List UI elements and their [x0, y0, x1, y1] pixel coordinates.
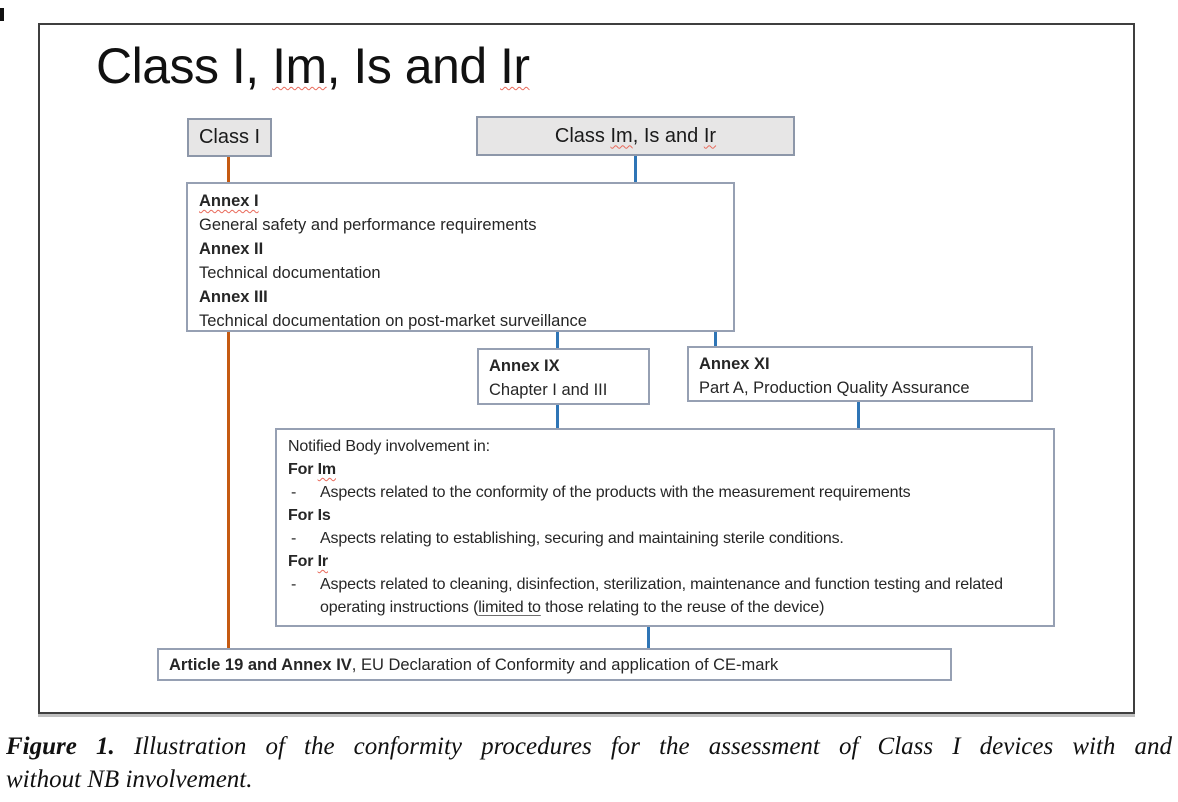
node-article-19-annex-iv: Article 19 and Annex IV, EU Declaration … — [157, 648, 952, 681]
connector-class-im-to-annex-box — [634, 156, 637, 183]
nb-bullet-ir-text: Aspects related to cleaning, disinfectio… — [320, 573, 1042, 619]
node-class-i-label: Class I — [198, 126, 261, 148]
annex-xi-heading: Annex XI — [699, 355, 770, 373]
annex-i-description: General safety and performance requireme… — [199, 216, 537, 234]
node-annex-i-ii-iii: Annex I General safety and performance r… — [186, 182, 735, 332]
title-text: , Is and — [326, 38, 501, 94]
annex-ii-description: Technical documentation — [199, 264, 381, 282]
annex-iii-description: Technical documentation on post-market s… — [199, 312, 587, 330]
connector-class-i-to-article19 — [227, 157, 230, 648]
node-class-im-label: Class Im, Is and Ir — [555, 125, 716, 148]
diagram-frame — [38, 23, 1135, 714]
connector-annex-box-to-annex-xi — [714, 331, 717, 347]
nb-bullet-ir: - Aspects related to cleaning, disinfect… — [288, 573, 1042, 619]
nb-bullet-im-text: Aspects related to the conformity of the… — [320, 484, 911, 501]
connector-annex-xi-to-nb-box — [857, 401, 860, 429]
connector-nb-box-to-article19 — [647, 626, 650, 649]
node-class-i: Class I — [187, 118, 272, 157]
bullet-dash: - — [291, 576, 297, 593]
nb-bullet-is-text: Aspects relating to establishing, securi… — [320, 530, 844, 547]
title-text: Class I, — [96, 38, 273, 94]
diagram-title: Class I, Im, Is and Ir — [96, 38, 530, 94]
annex-ix-heading: Annex IX — [489, 357, 560, 375]
annex-i-heading: Annex I — [199, 192, 259, 210]
heading-text: For — [288, 553, 318, 570]
nb-for-is-heading: For Is — [288, 507, 331, 524]
node-class-im-is-ir: Class Im, Is and Ir — [476, 116, 795, 156]
figure-caption: Figure 1. Illustration of the conformity… — [6, 730, 1172, 796]
title-ir-misspelled: Ir — [500, 38, 530, 94]
annex-xi-description: Part A, Production Quality Assurance — [699, 379, 970, 397]
annex-iii-heading: Annex III — [199, 288, 268, 306]
label-text: , Is and — [632, 124, 704, 147]
limited-to-underlined: limited to — [478, 599, 541, 616]
bullet-text: those relating to the reuse of the devic… — [540, 599, 825, 616]
title-im-misspelled: Im — [272, 38, 327, 94]
heading-text: For — [288, 461, 318, 478]
caption-line-1: Figure 1. Illustration of the conformity… — [6, 730, 1172, 763]
bullet-dash: - — [291, 530, 297, 547]
label-im-misspelled: Im — [610, 124, 633, 147]
annex-ii-heading: Annex II — [199, 240, 264, 258]
page-edge-artifact — [0, 8, 4, 21]
node-annex-xi: Annex XI Part A, Production Quality Assu… — [687, 346, 1033, 402]
caption-line-2: without NB involvement. — [6, 766, 253, 793]
caption-figure-label: Figure 1. — [6, 733, 115, 760]
label-text: Class — [554, 124, 611, 147]
nb-bullet-im: - Aspects related to the conformity of t… — [288, 481, 1042, 504]
nb-for-ir-heading: For Ir — [288, 550, 1042, 573]
article19-rest-text: , EU Declaration of Conformity and appli… — [351, 656, 779, 674]
bullet-dash: - — [291, 484, 297, 501]
node-annex-ix: Annex IX Chapter I and III — [477, 348, 650, 405]
nb-bullet-is: - Aspects relating to establishing, secu… — [288, 527, 1042, 550]
bullet-text: Aspects related to cleaning, disinfectio… — [320, 576, 1003, 616]
nb-for-im-heading: For Im — [288, 458, 1042, 481]
ir-misspelled: Ir — [317, 553, 329, 570]
annex-ix-description: Chapter I and III — [489, 381, 608, 399]
connector-annex-box-to-annex-ix — [556, 331, 559, 349]
nb-intro: Notified Body involvement in: — [288, 438, 490, 455]
caption-text: Illustration of the conformity procedure… — [133, 733, 1173, 760]
im-misspelled: Im — [317, 461, 337, 478]
node-notified-body: Notified Body involvement in: For Im - A… — [275, 428, 1055, 627]
connector-annex-ix-to-nb-box — [556, 404, 559, 429]
label-ir-misspelled: Ir — [703, 124, 717, 147]
article19-bold-text: Article 19 and Annex IV — [169, 656, 352, 674]
